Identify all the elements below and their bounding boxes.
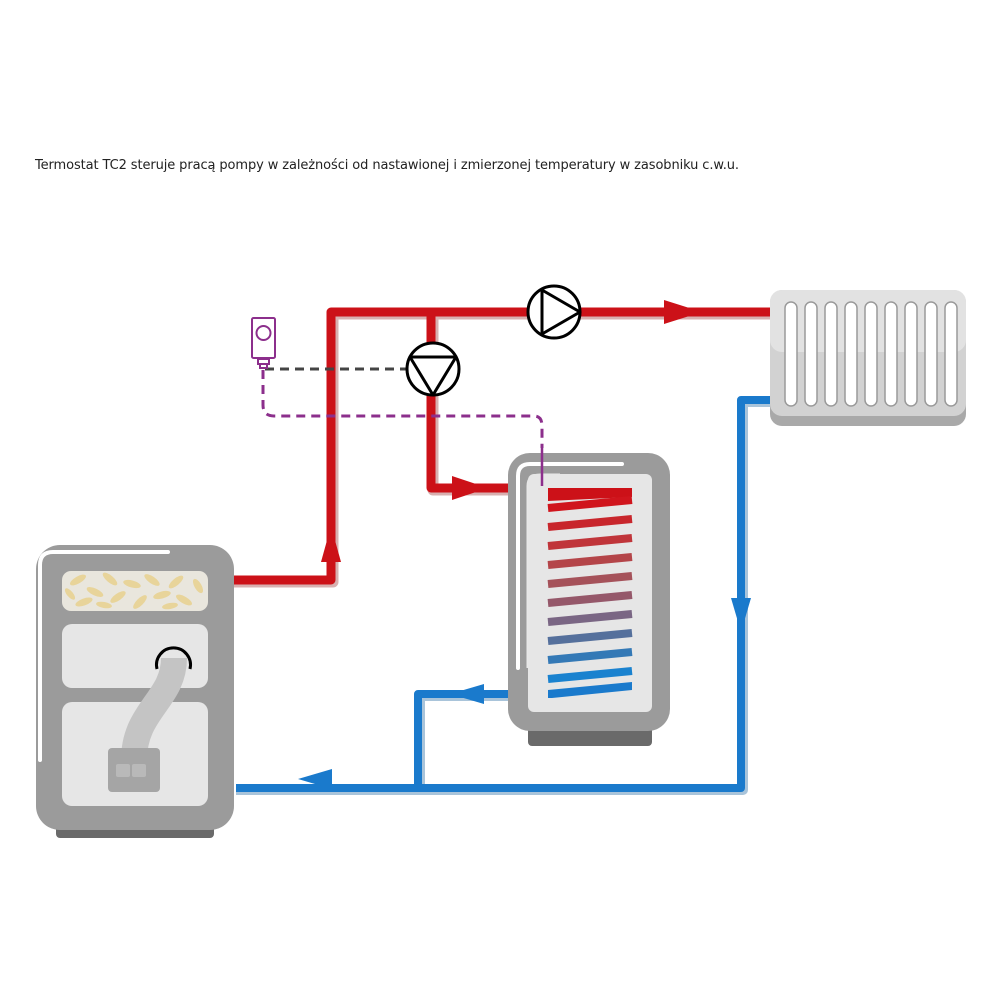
pump-heating[interactable]: [526, 284, 582, 340]
flow-arrow-icon: [321, 526, 341, 562]
flow-arrow-icon: [731, 598, 751, 632]
feeder-tube: [121, 657, 187, 761]
hot-water-tank: [508, 446, 670, 746]
return-pipe-tank: [414, 690, 548, 788]
sensor-wire: [261, 370, 544, 448]
pellets: [64, 572, 204, 610]
pump-tank[interactable]: [405, 341, 461, 397]
diagram-caption: Termostat TC2 steruje pracą pompy w zale…: [35, 158, 739, 173]
heat-exchanger-coil: [547, 488, 633, 698]
radiator: [770, 290, 966, 426]
return-pipes: [236, 396, 770, 795]
flow-arrow-icon: [664, 300, 702, 324]
radiator-fins: [784, 301, 958, 407]
pump-icon: [408, 355, 458, 397]
return-pipe-radiator: [236, 396, 770, 792]
flow-arrow-icon: [452, 476, 488, 500]
flow-arrow-icon: [450, 684, 484, 704]
thermostat-icon[interactable]: [251, 317, 276, 369]
supply-pipes: [234, 307, 772, 588]
supply-pipe-main: [234, 307, 772, 585]
pellet-boiler: [36, 545, 234, 838]
pump-icon: [540, 288, 582, 336]
pellet-hopper: [62, 571, 208, 611]
boiler-upper-door: [62, 624, 208, 688]
flow-arrow-icon: [298, 769, 332, 789]
